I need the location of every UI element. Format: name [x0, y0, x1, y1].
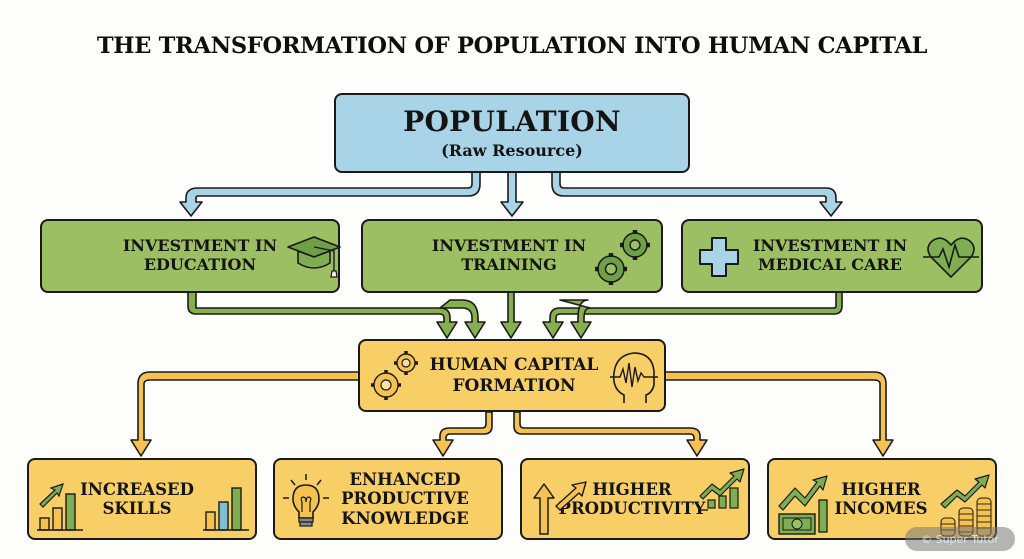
investment-education-box: INVESTMENT IN EDUCATION — [40, 219, 341, 293]
investment-training-line1: INVESTMENT IN — [431, 236, 587, 256]
bar-chart-arrow-icon — [37, 483, 83, 531]
watermark: © Super Tutor — [905, 527, 1015, 551]
investment-education-line1: INVESTMENT IN — [122, 236, 278, 256]
outcome-increased-skills-box: INCREASED SKILLS — [27, 458, 257, 540]
investment-medical-line1: INVESTMENT IN — [752, 236, 908, 256]
graduation-cap-icon — [287, 236, 341, 278]
investment-training-line2: TRAINING — [461, 255, 557, 274]
money-growth-icon — [778, 475, 828, 535]
heartbeat-icon — [923, 237, 979, 279]
bar-chart-icon — [203, 487, 249, 531]
investment-education-line2: EDUCATION — [143, 255, 257, 274]
gears-icon — [595, 230, 650, 285]
outcome-skills-line2: SKILLS — [102, 499, 172, 518]
outcome-incomes-line2: INCOMES — [834, 499, 928, 518]
population-arrows — [179, 171, 843, 217]
gears-icon — [371, 351, 418, 400]
medical-cross-icon — [699, 237, 739, 277]
trend-chart-icon — [699, 468, 745, 511]
outcome-knowledge-line2: PRODUCTIVE — [341, 489, 469, 509]
head-brainwave-icon — [610, 352, 658, 403]
formation-line2: FORMATION — [452, 375, 576, 396]
population-label: POPULATION — [403, 105, 621, 139]
population-box: POPULATION (Raw Resource) — [334, 93, 690, 173]
investment-arrows — [187, 291, 843, 339]
outcome-enhanced-knowledge-box: ENHANCED PRODUCTIVE KNOWLEDGE — [273, 458, 503, 540]
outcome-productivity-line2: PRODUCTIVITY — [558, 499, 706, 518]
outcome-higher-incomes-box: HIGHER INCOMES — [767, 458, 997, 540]
outcome-knowledge-line1: ENHANCED — [349, 469, 461, 489]
diagram-title: THE TRANSFORMATION OF POPULATION INTO HU… — [96, 33, 928, 59]
outcome-incomes-line1: HIGHER — [841, 479, 921, 499]
outcome-productivity-line1: HIGHER — [592, 479, 672, 499]
formation-line1: HUMAN CAPITAL — [429, 355, 599, 376]
human-capital-formation-box: HUMAN CAPITAL FORMATION — [358, 339, 666, 412]
investment-medical-box: INVESTMENT IN MEDICAL CARE — [681, 219, 983, 293]
outcome-knowledge-line3: KNOWLEDGE — [341, 508, 469, 528]
investment-training-box: INVESTMENT IN TRAINING — [361, 219, 663, 293]
outcome-skills-line1: INCREASED — [80, 479, 194, 499]
population-sublabel: (Raw Resource) — [441, 141, 583, 161]
lightbulb-icon — [283, 474, 329, 527]
up-arrows-icon — [533, 481, 587, 535]
investment-medical-line2: MEDICAL CARE — [758, 255, 902, 274]
outcome-higher-productivity-box: HIGHER PRODUCTIVITY — [520, 458, 750, 540]
